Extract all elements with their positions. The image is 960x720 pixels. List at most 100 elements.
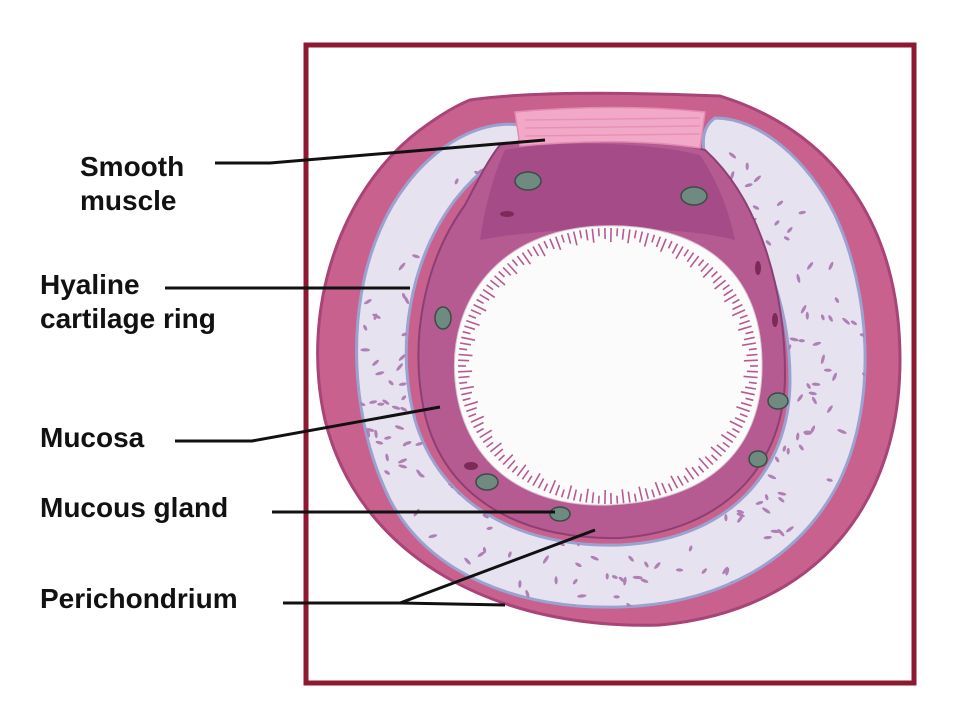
- cilium: [516, 464, 527, 477]
- chondrocyte: [401, 332, 408, 337]
- cilium: [659, 238, 667, 253]
- chondrocyte: [525, 589, 530, 598]
- label-smooth-muscle-line2: muscle: [80, 185, 177, 216]
- cilium: [748, 381, 757, 385]
- cilium: [560, 489, 565, 498]
- cilium: [462, 397, 471, 402]
- chondrocyte: [810, 425, 816, 434]
- cilium: [616, 495, 619, 504]
- chondrocyte: [364, 299, 372, 305]
- cilium: [746, 353, 758, 357]
- chondrocyte: [786, 526, 794, 533]
- chondrocyte: [820, 354, 825, 364]
- chondrocyte: [396, 363, 403, 371]
- gland-duct: [464, 462, 478, 470]
- chondrocyte: [385, 453, 389, 462]
- epithelial-cilia: [458, 227, 758, 505]
- cilium: [731, 309, 746, 317]
- chondrocyte: [418, 473, 425, 478]
- cilium: [710, 446, 723, 457]
- chondrocyte: [823, 368, 832, 372]
- cilium: [732, 303, 743, 311]
- cilium: [638, 231, 644, 243]
- chondrocyte: [762, 507, 771, 514]
- cilium: [710, 270, 718, 278]
- cilium: [591, 228, 595, 243]
- chondrocyte: [388, 380, 394, 386]
- cilium: [468, 314, 477, 319]
- chondrocyte: [805, 311, 809, 320]
- chondrocyte: [827, 405, 833, 413]
- cilium: [697, 465, 705, 473]
- cilium: [661, 482, 667, 494]
- cilium: [482, 288, 496, 299]
- cilium: [726, 431, 737, 439]
- cartilage-ring: [355, 116, 867, 609]
- chondrocyte: [776, 200, 784, 206]
- cilium: [740, 401, 752, 407]
- chondrocyte: [752, 205, 760, 210]
- chondrocyte: [778, 496, 785, 503]
- chondrocyte: [398, 458, 408, 464]
- cilium: [502, 266, 512, 276]
- mucous-gland: [475, 473, 499, 491]
- chondrocyte: [377, 402, 385, 406]
- leader-mucosa: [175, 405, 441, 443]
- cilium: [461, 391, 473, 396]
- cilium: [526, 249, 533, 257]
- chondrocyte: [745, 162, 749, 171]
- cilium: [748, 347, 757, 351]
- chondrocyte: [554, 576, 558, 585]
- cilium: [704, 456, 714, 466]
- cilium: [464, 325, 476, 331]
- chondrocyte: [850, 320, 857, 326]
- chondrocyte: [807, 262, 814, 270]
- cilium: [651, 489, 656, 498]
- cilium: [543, 240, 549, 249]
- chondrocyte: [724, 514, 728, 522]
- cilium: [722, 441, 730, 448]
- chondrocyte: [654, 562, 661, 569]
- cilium: [543, 483, 549, 492]
- chondrocyte: [811, 396, 817, 405]
- chondrocyte: [486, 526, 493, 531]
- cilium: [537, 243, 546, 257]
- mucous-gland: [549, 506, 571, 522]
- chondrocyte: [811, 382, 821, 386]
- cilium: [745, 397, 754, 402]
- cilium: [579, 493, 583, 502]
- gland-duct: [772, 313, 778, 327]
- cilium: [493, 448, 504, 457]
- chondrocyte: [764, 494, 769, 501]
- chondrocyte: [401, 395, 407, 401]
- chondrocyte: [777, 528, 785, 537]
- chondrocyte: [577, 594, 587, 598]
- cilium: [507, 459, 516, 470]
- chondrocyte: [366, 428, 371, 438]
- gland-duct: [755, 261, 761, 275]
- chondrocyte: [842, 317, 850, 325]
- label-hyaline-line1: Hyaline: [40, 269, 140, 300]
- mucous-gland: [680, 186, 708, 206]
- cilium: [459, 381, 468, 385]
- cilium: [627, 229, 631, 244]
- label-mucous-gland: Mucous gland: [40, 492, 229, 523]
- chondrocyte: [820, 314, 825, 321]
- cilium: [566, 232, 572, 244]
- cilium: [741, 342, 757, 347]
- chondrocyte: [375, 440, 384, 445]
- chondrocyte: [701, 568, 707, 574]
- cilium: [740, 391, 755, 396]
- chondrocyte: [542, 555, 549, 564]
- chondrocyte: [428, 534, 438, 539]
- chondrocyte: [789, 337, 799, 342]
- chondrocyte: [575, 562, 582, 568]
- chondrocyte: [613, 595, 620, 599]
- chondrocyte: [415, 441, 424, 446]
- chondrocyte: [366, 428, 375, 432]
- cilium: [710, 454, 718, 462]
- cilium: [670, 475, 679, 489]
- chondrocyte: [786, 447, 790, 455]
- cilium: [654, 481, 662, 496]
- cilium: [572, 231, 578, 246]
